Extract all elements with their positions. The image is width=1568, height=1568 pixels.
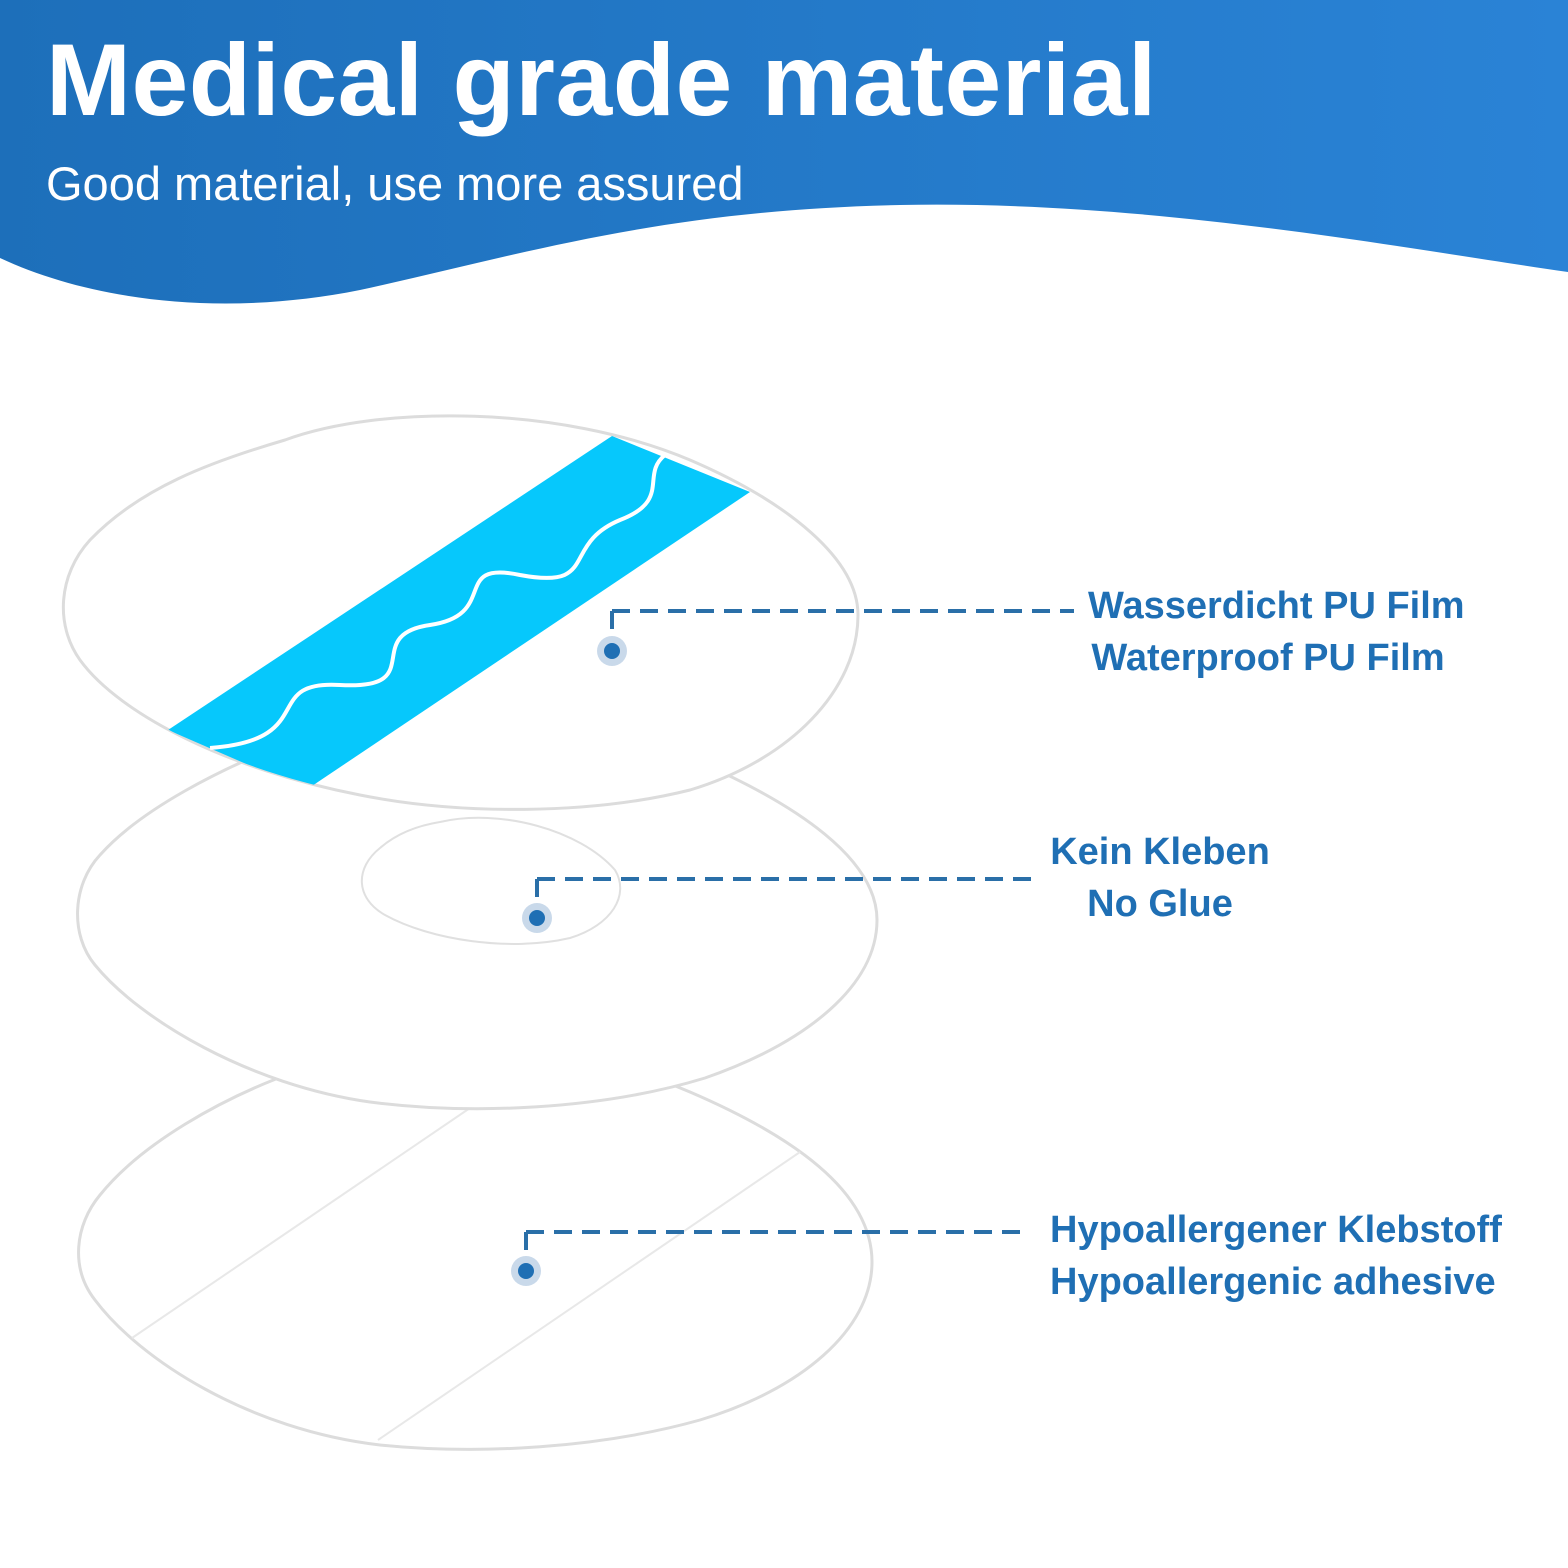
marker-dot-adhesive — [518, 1263, 534, 1279]
callout-pu-film-de: Wasserdicht PU Film — [1088, 585, 1465, 627]
callout-no-glue: Kein Kleben No Glue — [1035, 826, 1285, 930]
page-subtitle: Good material, use more assured — [46, 157, 744, 210]
center-pad — [360, 816, 622, 945]
callout-adhesive-de: Hypoallergener Klebstoff — [1050, 1209, 1502, 1251]
callout-no-glue-de: Kein Kleben — [1050, 831, 1270, 873]
marker-dot-pu-film — [604, 643, 620, 659]
callout-no-glue-en: No Glue — [1087, 883, 1233, 925]
marker-dot-no-glue — [529, 910, 545, 926]
callout-pu-film: Wasserdicht PU Film Waterproof PU Film — [1088, 580, 1465, 684]
liner-seam-left — [131, 1107, 471, 1339]
liner-seam-right — [377, 1151, 801, 1441]
callout-pu-film-en: Waterproof PU Film — [1091, 637, 1445, 679]
callout-adhesive-en: Hypoallergenic adhesive — [1050, 1261, 1496, 1303]
release-strip-wave — [209, 453, 667, 750]
callout-adhesive: Hypoallergener Klebstoff Hypoallergenic … — [1050, 1204, 1502, 1308]
page-title: Medical grade material — [46, 23, 1157, 137]
layer-adhesive — [77, 1046, 1024, 1451]
layer-no-glue — [76, 712, 1034, 1111]
layer-pu-film — [61, 414, 1074, 811]
header-wave-banner — [0, 0, 1568, 304]
